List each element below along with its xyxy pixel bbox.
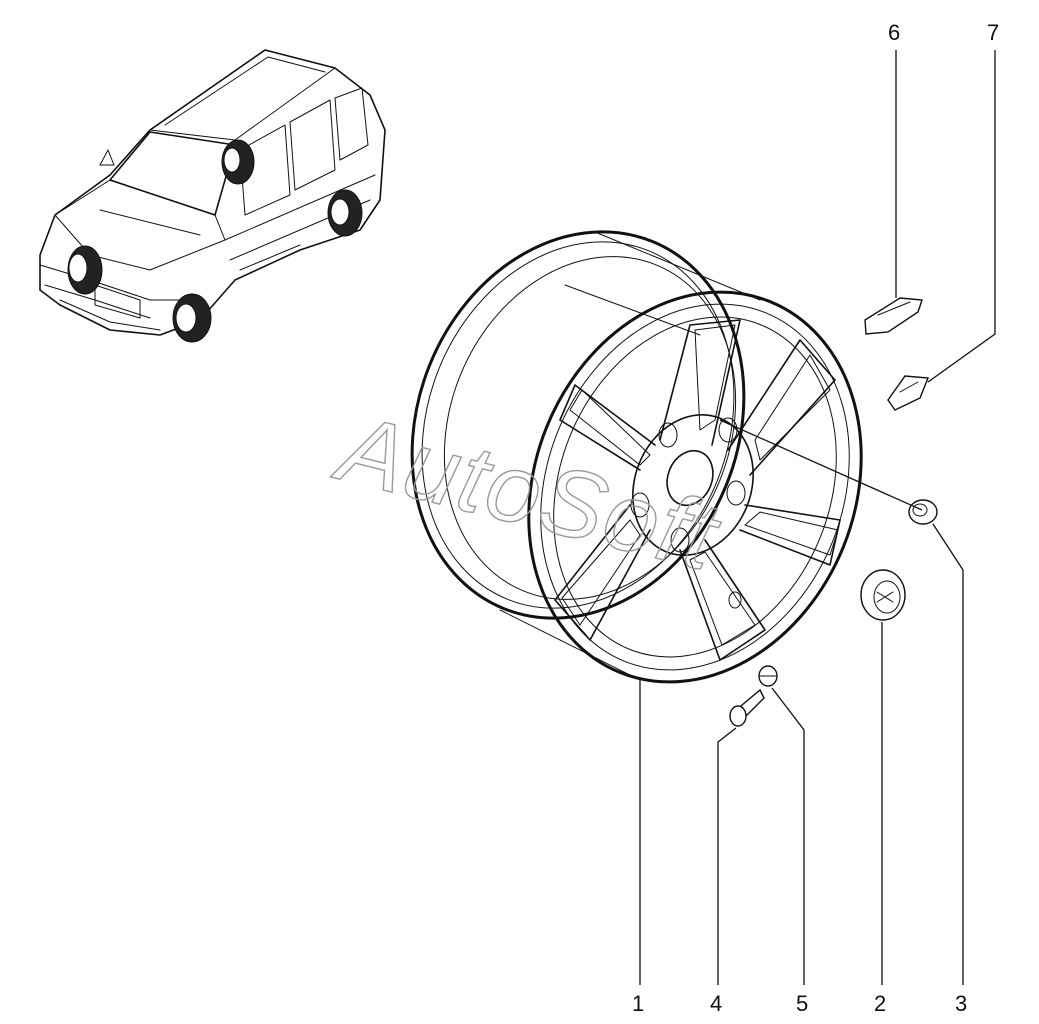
callout-3: 3 (955, 991, 967, 1016)
wheel-nut (908, 499, 938, 525)
callout-2: 2 (874, 991, 886, 1016)
locator-wheel-front-left (67, 245, 103, 295)
callout-5: 5 (796, 991, 808, 1016)
locator-wheel-rear-right (327, 189, 363, 237)
balance-weight (887, 375, 930, 411)
valve-stem (729, 688, 765, 727)
callout-1: 1 (632, 991, 644, 1016)
callout-7: 7 (987, 20, 999, 45)
balance-weight-clip (864, 297, 923, 335)
center-cap (860, 569, 906, 621)
leader-lines (639, 50, 996, 985)
callouts: 1 2 3 4 5 6 7 (632, 20, 999, 1016)
valve-cap (758, 665, 778, 687)
locator-wheel-rear-left (221, 139, 255, 185)
callout-6: 6 (888, 20, 900, 45)
locator-wheel-front-right (172, 293, 212, 343)
vehicle-locator-illustration (39, 49, 386, 343)
callout-4: 4 (710, 991, 722, 1016)
wheel-rim (410, 230, 863, 684)
